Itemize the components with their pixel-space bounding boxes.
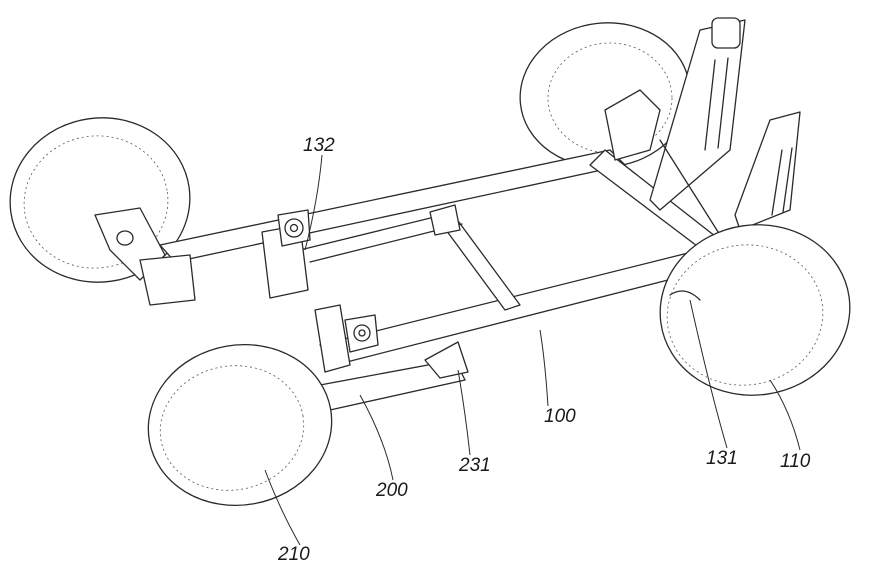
wedge-231 — [424, 341, 469, 379]
wedge-middle — [429, 204, 461, 236]
label-231: 231 — [458, 455, 491, 476]
label-110: 110 — [780, 451, 811, 472]
main-frame-100 — [159, 149, 721, 366]
rear-left-bracket — [94, 207, 196, 306]
wheel-front-left-210 — [147, 343, 333, 507]
label-132: 132 — [303, 135, 335, 156]
wheel-front-right-110 — [659, 224, 851, 396]
upright-bracket-132 — [261, 209, 311, 299]
label-131: 131 — [706, 448, 738, 469]
label-200: 200 — [375, 480, 408, 501]
rear-uprights — [604, 17, 801, 236]
leader-lines — [264, 154, 801, 546]
reference-labels: 132 100 231 200 210 131 110 — [277, 135, 811, 565]
label-100: 100 — [544, 406, 576, 427]
label-210: 210 — [277, 544, 310, 565]
